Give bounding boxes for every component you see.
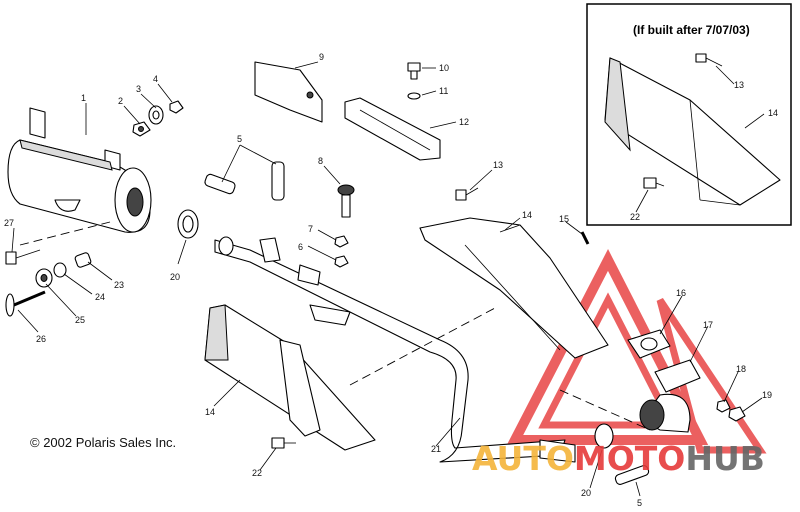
callout-3: 3 <box>136 84 141 94</box>
callout-9: 9 <box>319 52 324 62</box>
callout-20-upper: 20 <box>170 272 180 282</box>
inset-heat-shield <box>604 57 781 206</box>
nut-4 <box>169 100 184 114</box>
bolt-26 <box>5 290 46 317</box>
heat-shield-upper <box>419 217 609 359</box>
washer-24 <box>53 262 67 278</box>
callout-22-lower: 22 <box>252 468 262 478</box>
seal-20-lower <box>594 423 614 449</box>
callout-27: 27 <box>4 218 14 228</box>
alignment-lines <box>19 221 651 431</box>
copyright-text: © 2002 Polaris Sales Inc. <box>30 435 176 450</box>
callout-10: 10 <box>439 63 449 73</box>
callout-2: 2 <box>118 96 123 106</box>
callout-19: 19 <box>762 390 772 400</box>
spacer-25 <box>35 268 53 288</box>
seal-20-upper <box>177 209 199 239</box>
callout-5-lower: 5 <box>637 498 642 508</box>
spring-5-lower <box>614 465 650 485</box>
watermark-auto: AUTO <box>472 439 574 478</box>
callout-11: 11 <box>439 86 448 96</box>
callout-23: 23 <box>114 280 124 290</box>
callout-14-inset: 14 <box>768 108 778 118</box>
callout-1: 1 <box>81 93 86 103</box>
inset-title: (If built after 7/07/03) <box>633 23 750 37</box>
callout-12: 12 <box>459 117 469 127</box>
flange-17 <box>639 359 701 433</box>
muffler <box>7 107 152 233</box>
callout-13-inset: 13 <box>734 80 744 90</box>
bolt-10 <box>407 62 421 80</box>
stud-15 <box>580 231 590 245</box>
watermark-moto: MOTO <box>574 439 685 478</box>
watermark-text: AUTOMOTOHUB <box>472 439 765 478</box>
inset-box <box>586 3 792 226</box>
bolt-22 <box>271 437 296 449</box>
watermark-hub: HUB <box>685 439 765 478</box>
nut-7 <box>334 235 349 248</box>
bolt-27 <box>5 249 41 265</box>
spring-5-right <box>271 161 285 201</box>
spring-5-left <box>204 173 236 195</box>
nut-19 <box>728 406 746 422</box>
callout-4: 4 <box>153 74 158 84</box>
leader-lines <box>11 61 765 497</box>
inset-bolt-22 <box>643 177 665 189</box>
callout-24: 24 <box>95 292 105 302</box>
callouts: 1 2 3 4 5 6 7 8 9 10 11 12 13 14 15 16 1… <box>4 52 778 508</box>
callout-22-inset: 22 <box>630 212 640 222</box>
callout-6: 6 <box>298 242 303 252</box>
head-pipe <box>214 236 576 463</box>
callout-16: 16 <box>676 288 686 298</box>
inset-bolt-13 <box>695 53 723 67</box>
gasket-16 <box>627 329 671 359</box>
callout-7: 7 <box>308 224 313 234</box>
callout-26: 26 <box>36 334 46 344</box>
callout-17: 17 <box>703 320 713 330</box>
nut-2 <box>132 121 151 137</box>
callout-13: 13 <box>493 160 503 170</box>
bushing-23 <box>74 252 92 268</box>
callout-15: 15 <box>559 214 569 224</box>
callout-25: 25 <box>75 315 85 325</box>
callout-21: 21 <box>431 444 441 454</box>
callout-20-lower: 20 <box>581 488 591 498</box>
nut-6 <box>334 255 349 268</box>
heat-shield-lower <box>204 304 376 451</box>
callout-8: 8 <box>318 156 323 166</box>
callout-14-upper: 14 <box>522 210 532 220</box>
bolt-13 <box>455 187 479 201</box>
callout-14-lower: 14 <box>205 407 215 417</box>
washer-11 <box>407 92 421 100</box>
grommet-8 <box>337 184 355 218</box>
washer-3 <box>148 105 164 125</box>
bracket-12 <box>344 97 441 161</box>
bracket-9 <box>254 61 323 123</box>
callout-18: 18 <box>736 364 746 374</box>
callout-5-upper: 5 <box>237 134 242 144</box>
